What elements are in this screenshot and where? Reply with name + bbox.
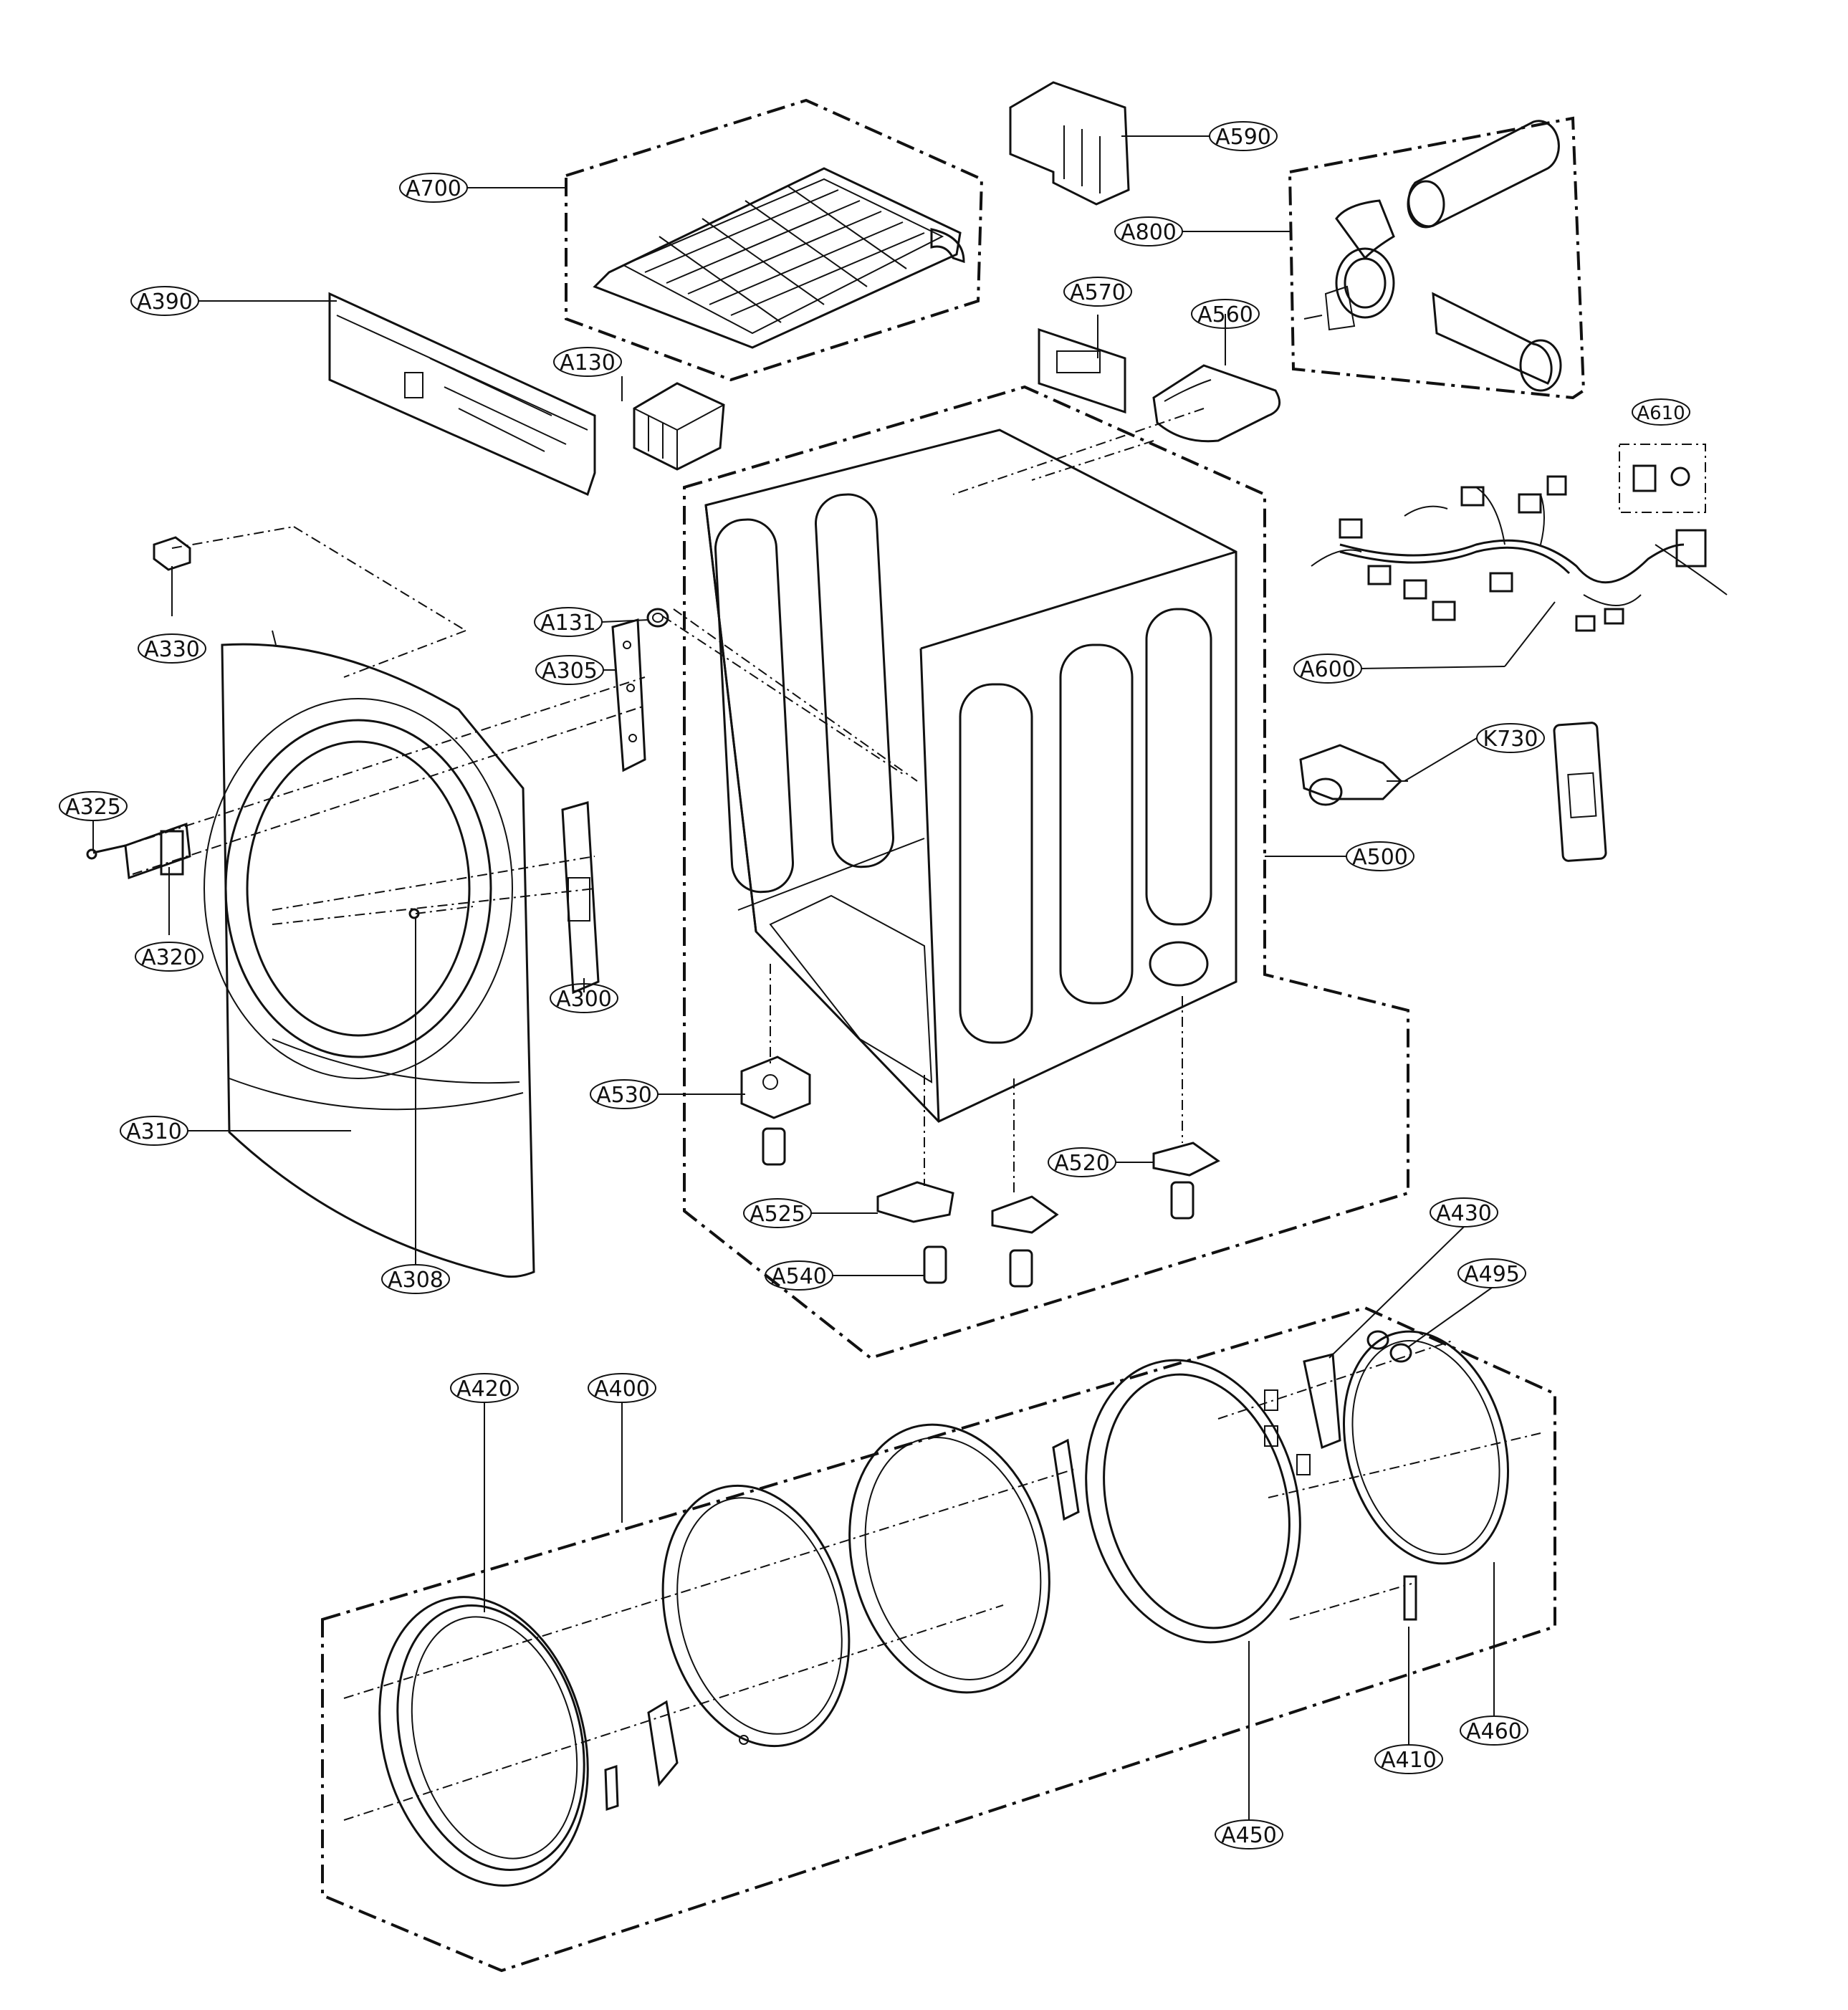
svg-text:A525: A525 [750, 1202, 805, 1227]
switch-kit-drawing [1619, 444, 1706, 513]
svg-text:K730: K730 [1483, 727, 1538, 752]
label-A520: A520 [1048, 1147, 1116, 1177]
label-A131: A131 [534, 607, 603, 637]
label-A495: A495 [1457, 1258, 1526, 1288]
label-A330: A330 [138, 633, 206, 664]
svg-text:A460: A460 [1466, 1719, 1522, 1744]
label-A600: A600 [1293, 654, 1362, 684]
label-A400: A400 [588, 1373, 656, 1403]
svg-text:A330: A330 [144, 637, 200, 662]
svg-text:A390: A390 [137, 289, 193, 315]
feet-drawing [740, 1056, 1220, 1288]
label-A460: A460 [1460, 1715, 1528, 1746]
label-A800: A800 [1114, 216, 1183, 247]
front-panel-drawing [204, 630, 535, 1278]
svg-text:A590: A590 [1215, 125, 1271, 150]
svg-text:A400: A400 [594, 1377, 650, 1402]
boundary-a400 [321, 1306, 1556, 1973]
svg-text:A300: A300 [556, 987, 612, 1012]
drying-rack-drawing [593, 167, 965, 349]
part-drawings [86, 81, 1728, 1887]
svg-text:A600: A600 [1300, 657, 1356, 682]
boundary-a700 [565, 98, 984, 382]
svg-text:A530: A530 [596, 1083, 652, 1108]
svg-text:A305: A305 [542, 659, 598, 684]
svg-text:A430: A430 [1436, 1201, 1492, 1226]
label-A308: A308 [381, 1264, 450, 1294]
svg-text:A520: A520 [1054, 1151, 1110, 1176]
label-A430: A430 [1430, 1197, 1498, 1227]
boundary-a800 [1288, 116, 1586, 400]
plate-a570-drawing [1038, 327, 1126, 414]
door-parts-drawing [378, 1330, 1510, 1887]
label-A570: A570 [1063, 277, 1132, 307]
label-A305: A305 [535, 655, 604, 685]
label-A500: A500 [1346, 841, 1414, 871]
boundary-a500 [683, 385, 1409, 1360]
bracket-a320-drawing [86, 822, 191, 880]
label-A530: A530 [590, 1079, 659, 1109]
svg-text:A308: A308 [388, 1268, 444, 1293]
callout-labels: A700 A590 A800 A390 A570 A560 A130 A610 … [59, 121, 1690, 1849]
svg-text:A500: A500 [1352, 845, 1408, 870]
duct-elbow-drawing [1152, 364, 1281, 443]
label-A560: A560 [1191, 299, 1260, 329]
label-A590: A590 [1209, 121, 1278, 151]
hinge-plate-a300-drawing [561, 801, 600, 995]
label-A320: A320 [135, 942, 204, 972]
label-A390: A390 [130, 286, 199, 316]
knob-a131-drawing [646, 608, 669, 628]
svg-text:A131: A131 [540, 611, 596, 636]
bracket-a590-drawing [1009, 81, 1130, 206]
svg-text:A800: A800 [1121, 220, 1177, 245]
label-A325: A325 [59, 791, 128, 821]
svg-text:A310: A310 [126, 1119, 182, 1144]
duct-kit-drawing [1303, 120, 1562, 392]
group-boundaries [321, 98, 1586, 1973]
svg-text:A700: A700 [406, 176, 461, 201]
svg-text:A540: A540 [771, 1264, 827, 1289]
side-bracket-drawing [1553, 722, 1607, 862]
svg-text:A320: A320 [141, 945, 197, 970]
svg-text:A570: A570 [1070, 280, 1126, 305]
control-bracket-drawing [328, 292, 596, 497]
leader-lines [92, 135, 1556, 1820]
label-A410: A410 [1374, 1744, 1443, 1774]
svg-text:A325: A325 [65, 795, 121, 820]
label-A450: A450 [1215, 1819, 1283, 1849]
label-A310: A310 [120, 1116, 188, 1146]
filter-block-drawing [633, 382, 725, 471]
valve-k730-drawing [1299, 744, 1408, 806]
label-K730: K730 [1476, 723, 1545, 753]
svg-text:A560: A560 [1197, 302, 1253, 327]
svg-text:A130: A130 [560, 350, 616, 375]
svg-text:A420: A420 [456, 1377, 512, 1402]
label-A540: A540 [765, 1260, 833, 1291]
svg-text:A610: A610 [1637, 403, 1685, 424]
label-A525: A525 [743, 1198, 812, 1228]
guide-lines [125, 408, 1541, 1821]
clip-a330-drawing [153, 536, 191, 571]
svg-text:A495: A495 [1464, 1262, 1520, 1287]
hinge-plate-a305-drawing [611, 618, 646, 772]
label-A700: A700 [399, 173, 468, 203]
svg-text:A450: A450 [1221, 1823, 1277, 1848]
label-A610: A610 [1632, 398, 1690, 426]
cabinet-drawing [704, 429, 1237, 1123]
svg-text:A410: A410 [1381, 1748, 1437, 1773]
label-A130: A130 [553, 347, 622, 377]
label-A420: A420 [450, 1373, 519, 1403]
wire-harness-drawing [1311, 475, 1728, 632]
label-A300: A300 [550, 983, 618, 1013]
